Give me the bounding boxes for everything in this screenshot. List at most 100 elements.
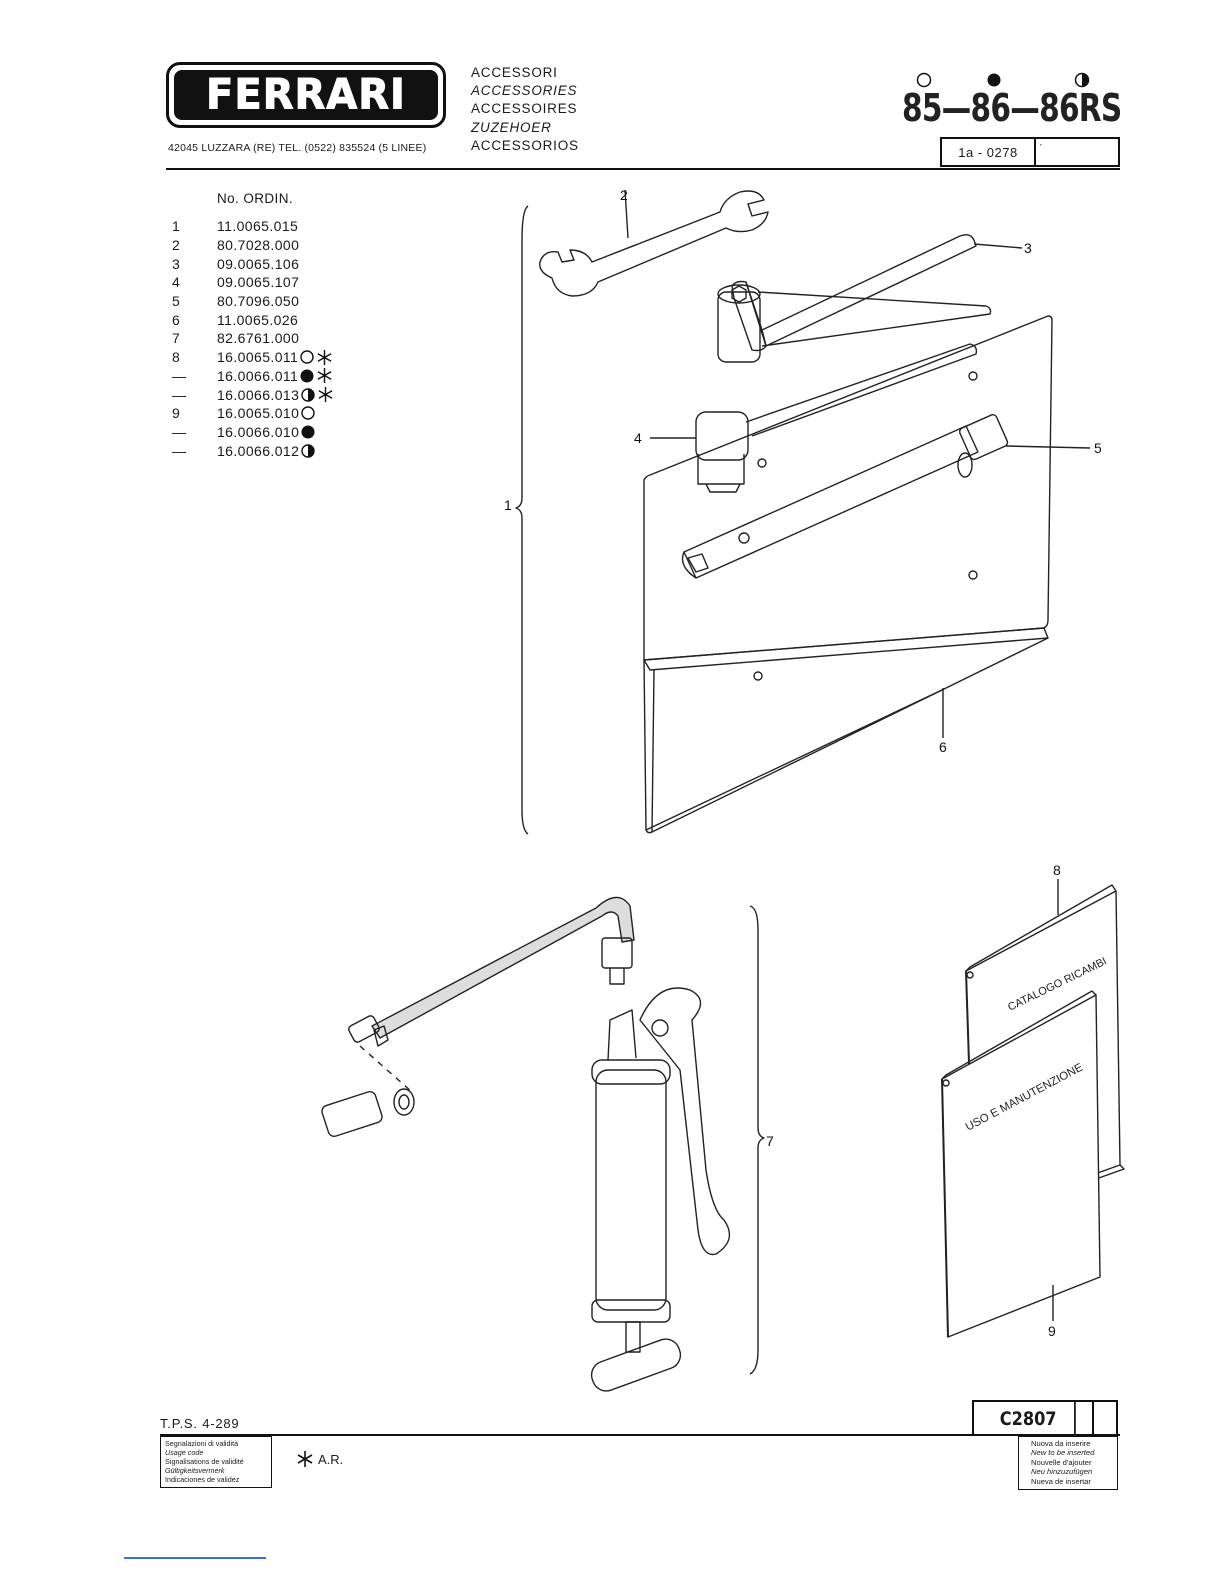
- section-title-it: ACCESSORI: [471, 65, 558, 80]
- asterisk-icon: [317, 386, 334, 403]
- insert-line: Neu hinzuzufügen: [1031, 1467, 1093, 1477]
- order-code: 16.0066.012: [217, 442, 300, 459]
- drawing-code-box: C2807: [972, 1400, 1118, 1436]
- bracket-1: [515, 205, 529, 835]
- grease-nozzle-icon: [321, 1088, 415, 1138]
- model-numbers: 85—86—86RS: [902, 86, 1122, 130]
- label-4: 4: [634, 430, 642, 446]
- insert-line: Nouvelle d'ajouter: [1031, 1457, 1092, 1467]
- logo-text: FERRARI: [206, 70, 406, 120]
- owner-manual-icon: [941, 990, 1101, 1338]
- ar-text: A.R.: [318, 1451, 344, 1467]
- validity-line: Signalisations de validité: [165, 1457, 244, 1466]
- section-title-es: ACCESSORIOS: [471, 137, 579, 153]
- drawing-code: C2807: [982, 1402, 1076, 1436]
- order-code: 16.0065.011: [217, 349, 299, 366]
- label-3: 3: [1024, 240, 1032, 256]
- validity-symbols: [300, 424, 316, 440]
- grease-gun-icon: [590, 987, 731, 1392]
- validity-symbols: [299, 367, 333, 384]
- label-5: 5: [1094, 440, 1102, 456]
- part-number: 4: [172, 274, 181, 291]
- circle-half-icon: [300, 443, 316, 459]
- validity-symbols: [300, 443, 316, 459]
- grease-hose-icon: [348, 896, 635, 1047]
- tool-pouch-icon: [643, 315, 1053, 834]
- socket-icon: [717, 284, 761, 363]
- link-underline: [124, 1557, 266, 1559]
- insert-line: Nueva de insertar: [1031, 1476, 1091, 1486]
- model-symbols: [916, 72, 1090, 88]
- part-number: —: [172, 442, 187, 459]
- order-code: 82.6761.000: [217, 330, 300, 347]
- section-title-de: ZUZEHOER: [471, 119, 552, 135]
- order-code: 09.0065.106: [217, 255, 300, 272]
- part-number: 8: [172, 349, 181, 366]
- asterisk-icon: [297, 1451, 313, 1467]
- label-2: 2: [620, 187, 628, 203]
- circle-filled-icon: [987, 73, 1001, 87]
- circle-open-icon: [916, 72, 932, 88]
- parts-row: — 16.0066.013: [172, 385, 334, 404]
- parts-row: 3 09.0065.106: [172, 254, 334, 273]
- order-code: 16.0066.013: [217, 386, 300, 403]
- label-1: 1: [504, 497, 512, 513]
- leader-5: [1005, 445, 1091, 449]
- company-address: 42045 LUZZARA (RE) TEL. (0522) 835524 (5…: [168, 142, 427, 154]
- parts-list-header: No. ORDIN.: [217, 191, 294, 206]
- circle-half-icon: [1074, 72, 1090, 88]
- circle-open-icon: [300, 405, 316, 421]
- parts-row: — 16.0066.012: [172, 441, 334, 460]
- order-code: 16.0066.011: [217, 367, 299, 384]
- reference-box: 1a - 0278 ·: [940, 137, 1120, 167]
- header-divider: [166, 168, 1120, 170]
- leader-3: [973, 243, 1023, 249]
- order-code: 11.0065.015: [217, 218, 299, 235]
- parts-row: —16.0066.010: [172, 423, 334, 442]
- parts-row: — 16.0066.011: [172, 367, 334, 386]
- section-title-fr: ACCESSOIRES: [471, 101, 578, 117]
- reference-number: 1a - 0278: [942, 139, 1036, 165]
- label-8: 8: [1053, 862, 1061, 878]
- order-code: 16.0065.010: [217, 405, 300, 422]
- label-7: 7: [766, 1133, 774, 1149]
- part-number: —: [172, 386, 187, 403]
- tool-kit-diagram: 1 6 2 3 4: [504, 187, 1102, 835]
- section-titles: ACCESSORI ACCESSORIES ACCESSOIRES ZUZEHO…: [471, 64, 579, 155]
- order-code: 80.7028.000: [217, 237, 300, 254]
- insert-line: New to be inserted: [1031, 1448, 1095, 1458]
- parts-row: 5 80.7096.050: [172, 292, 334, 311]
- parts-row: 6 11.0065.026: [172, 310, 334, 329]
- ar-note: A.R.: [296, 1450, 343, 1468]
- part-number: 1: [172, 218, 181, 235]
- part-number: 5: [172, 293, 181, 310]
- validity-symbols: [299, 349, 333, 366]
- part-number: 6: [172, 311, 181, 328]
- circle-filled-icon: [299, 368, 315, 384]
- books-diagram: 8 CATALOGO RICAMBI USO E MANUTENZIONE 9: [941, 862, 1125, 1339]
- label-6: 6: [939, 739, 947, 755]
- socket-wrench-icon: [695, 343, 978, 493]
- ferrari-logo: FERRARI: [166, 62, 446, 128]
- part-number: —: [172, 367, 187, 384]
- asterisk-icon: [316, 367, 333, 384]
- leader-2: [624, 189, 629, 239]
- part-number: 3: [172, 255, 181, 272]
- circle-open-icon: [299, 349, 315, 365]
- insert-line: Nuova da inserire: [1031, 1439, 1091, 1448]
- order-code: 11.0065.026: [217, 311, 299, 328]
- parts-row: 9 16.0065.010: [172, 404, 334, 423]
- insert-legend: Nuova da inserire New to be inserted Nou…: [1018, 1436, 1118, 1490]
- footer-divider: [160, 1434, 1120, 1436]
- grease-gun-diagram: 7: [321, 896, 774, 1392]
- part-number: 9: [172, 405, 181, 422]
- reference-extra: ·: [1039, 139, 1043, 151]
- order-code: 80.7096.050: [217, 293, 300, 310]
- validity-line: Segnalazioni di validità: [165, 1439, 239, 1448]
- circle-half-icon: [300, 387, 316, 403]
- dashed-guide: [359, 1045, 413, 1093]
- validity-line: Usage code: [165, 1448, 204, 1457]
